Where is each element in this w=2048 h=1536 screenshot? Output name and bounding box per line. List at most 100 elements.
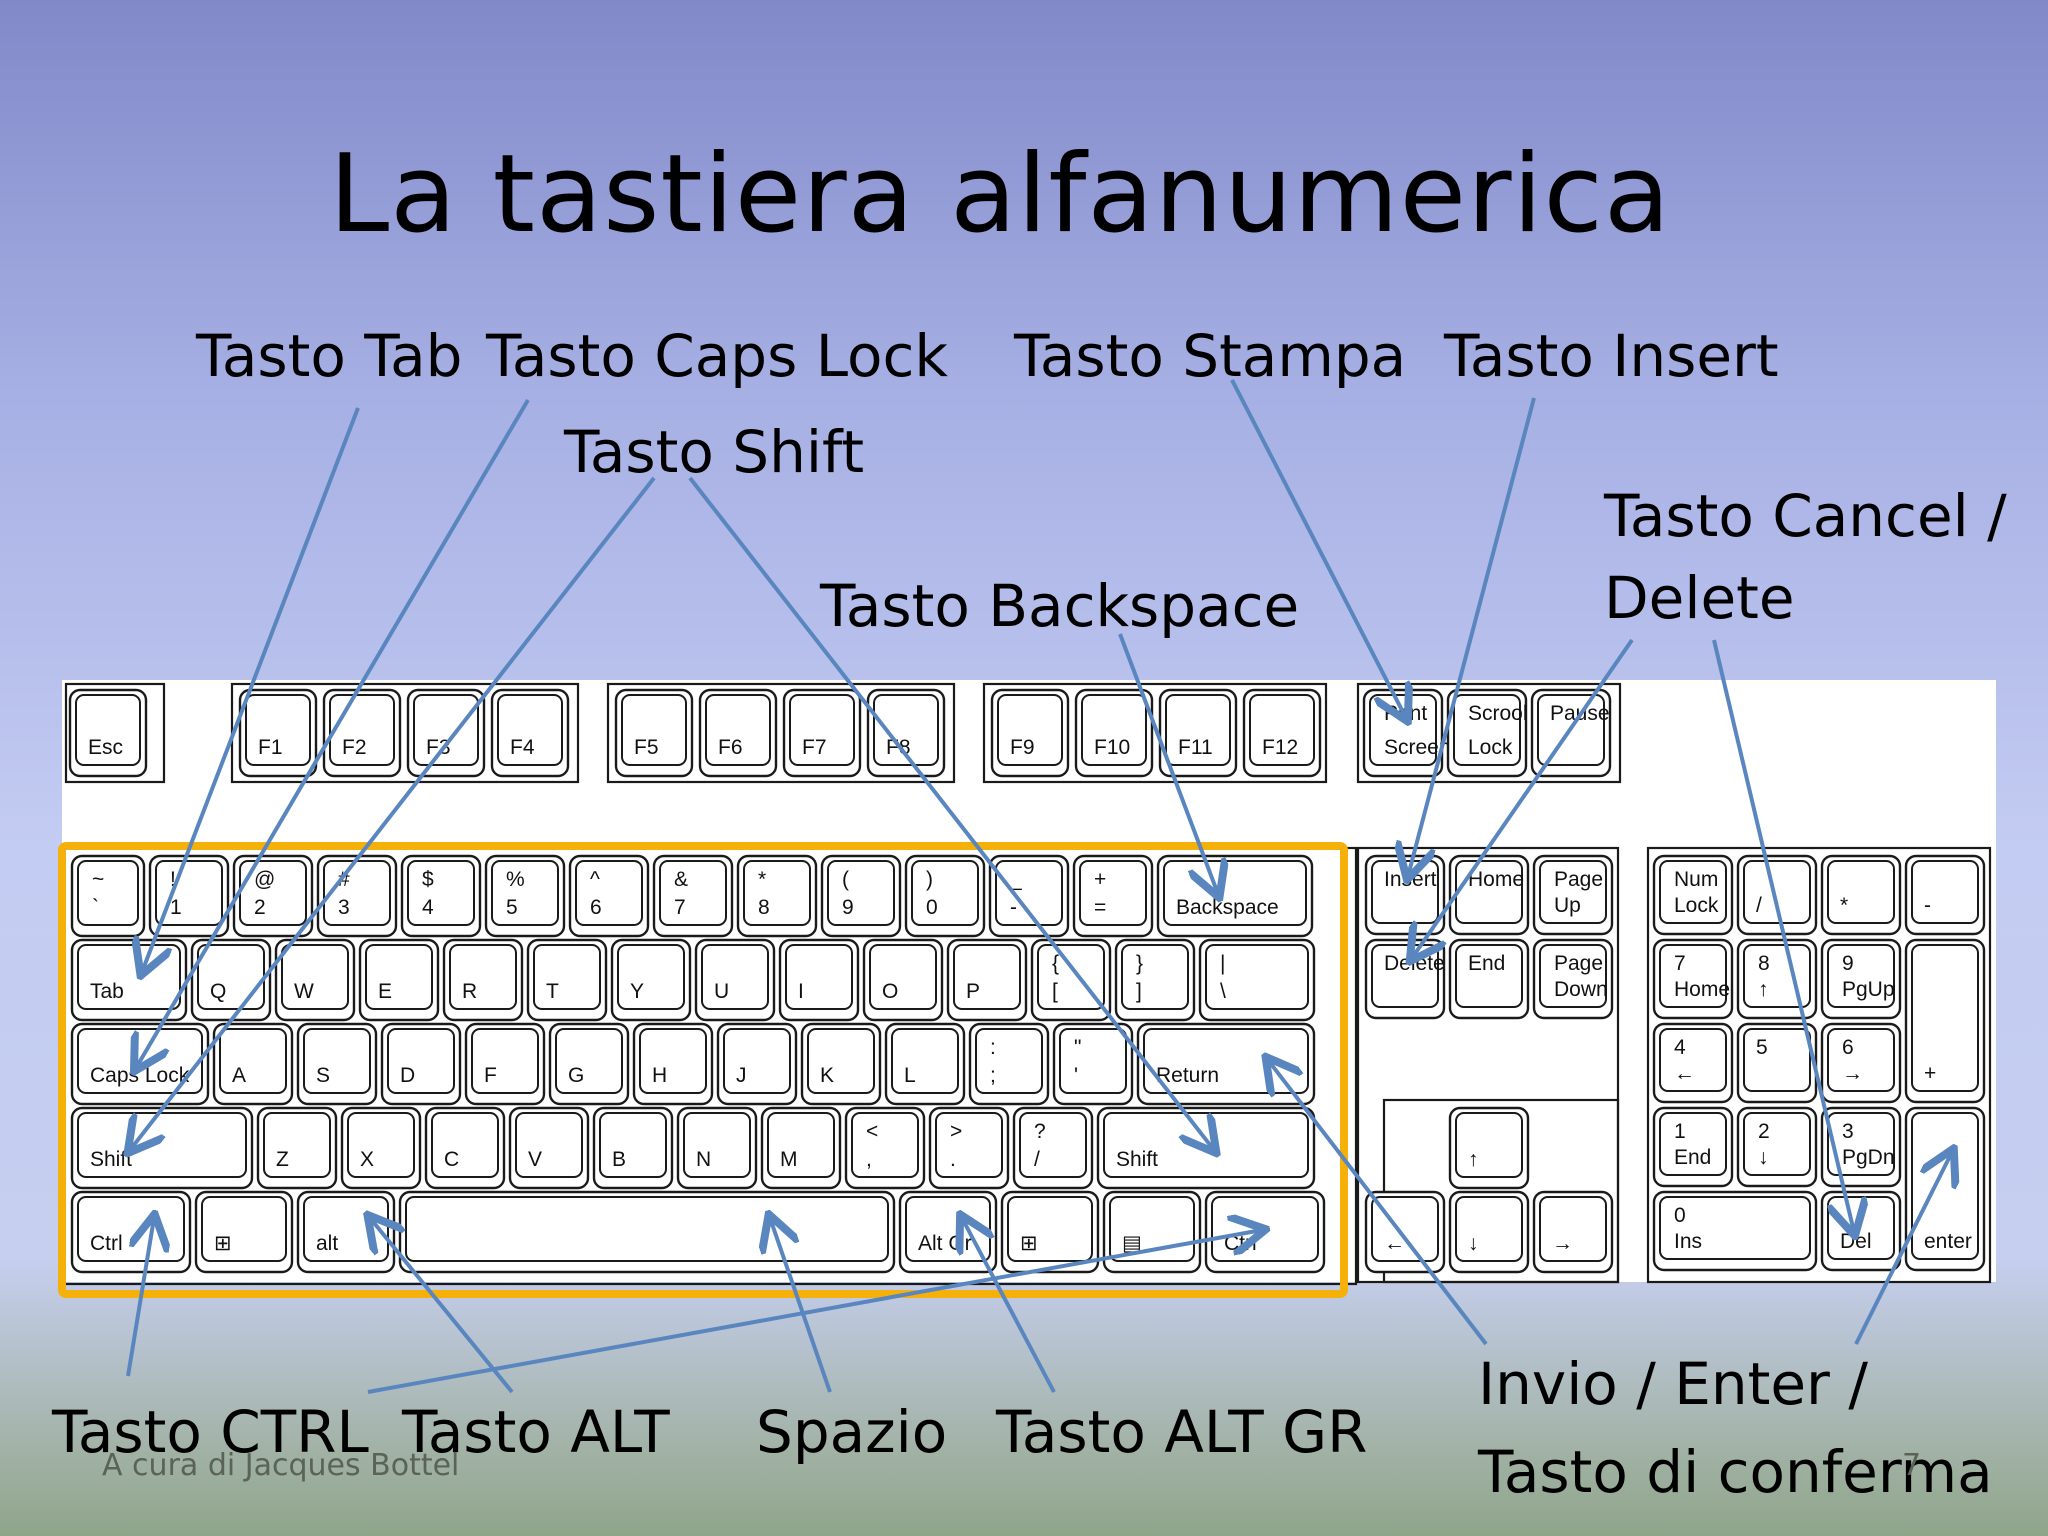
key-numpad-k10[interactable]: 6→ (1820, 1022, 1902, 1104)
key-numpad-k1[interactable]: / (1736, 854, 1818, 936)
key-shift-0[interactable]: Shift (70, 1106, 254, 1190)
key-arrow-up[interactable]: ↑ (1448, 1106, 1530, 1190)
key-numpad-k7[interactable]: + (1904, 938, 1986, 1104)
key-a[interactable]: A (212, 1022, 294, 1106)
key-k12[interactable]: }] (1114, 938, 1196, 1022)
key-k11[interactable]: {[ (1030, 938, 1112, 1022)
key-h[interactable]: H (632, 1022, 714, 1106)
key-s[interactable]: S (296, 1022, 378, 1106)
key-sys-pause[interactable]: Pause (1530, 688, 1612, 778)
key-k11[interactable]: _- (988, 854, 1070, 938)
key-t[interactable]: T (526, 938, 608, 1022)
key-b[interactable]: B (592, 1106, 674, 1190)
key-bottom-ctrl-7[interactable]: Ctrl (1204, 1190, 1326, 1274)
key-4[interactable]: $4 (400, 854, 482, 938)
key-arrow-down[interactable]: ↓ (1448, 1190, 1530, 1274)
key-8[interactable]: *8 (736, 854, 818, 938)
key-f3[interactable]: F3 (406, 688, 486, 778)
key-f6[interactable]: F6 (698, 688, 778, 778)
key-numpad-k5[interactable]: 8↑ (1736, 938, 1818, 1020)
key-numpad-del[interactable]: Del (1820, 1190, 1902, 1272)
key-f4[interactable]: F4 (490, 688, 570, 778)
key-return[interactable]: Return (1136, 1022, 1316, 1106)
key-q[interactable]: Q (190, 938, 272, 1022)
key-0[interactable]: )0 (904, 854, 986, 938)
key-k8[interactable]: <, (844, 1106, 926, 1190)
key-nav-home[interactable]: Home (1448, 854, 1530, 936)
key-g[interactable]: G (548, 1022, 630, 1106)
key-m[interactable]: M (760, 1106, 842, 1190)
key-bottom-k6[interactable]: ▤ (1102, 1190, 1202, 1274)
key-tab[interactable]: Tab (70, 938, 188, 1022)
key-f5[interactable]: F5 (614, 688, 694, 778)
key-d[interactable]: D (380, 1022, 462, 1106)
key-5[interactable]: %5 (484, 854, 566, 938)
key-backspace[interactable]: Backspace (1156, 854, 1314, 938)
key-f12[interactable]: F12 (1242, 688, 1322, 778)
key-z[interactable]: Z (256, 1106, 338, 1190)
key-numpad-enter[interactable]: enter (1904, 1106, 1986, 1272)
key-f1[interactable]: F1 (238, 688, 318, 778)
key-f8[interactable]: F8 (866, 688, 946, 778)
key-k[interactable]: K (800, 1022, 882, 1106)
key-7[interactable]: &7 (652, 854, 734, 938)
key-numpad-5[interactable]: 5 (1736, 1022, 1818, 1104)
key-p[interactable]: P (946, 938, 1028, 1022)
key-c[interactable]: C (424, 1106, 506, 1190)
key-e[interactable]: E (358, 938, 440, 1022)
key-w[interactable]: W (274, 938, 356, 1022)
key-i[interactable]: I (778, 938, 860, 1022)
key-k9[interactable]: >. (928, 1106, 1010, 1190)
key-1[interactable]: !1 (148, 854, 230, 938)
key-f2[interactable]: F2 (322, 688, 402, 778)
key-numpad-k8[interactable]: 4← (1652, 1022, 1734, 1104)
key-bottom-k5[interactable]: ⊞ (1000, 1190, 1100, 1274)
key-arrow-right[interactable]: → (1532, 1190, 1614, 1274)
key-bottom-k1[interactable]: ⊞ (194, 1190, 294, 1274)
key-numpad-k12[interactable]: 2↓ (1736, 1106, 1818, 1188)
key-esc[interactable]: Esc (68, 688, 148, 778)
key-f7[interactable]: F7 (782, 688, 862, 778)
key-k10[interactable]: ?/ (1012, 1106, 1094, 1190)
key-x[interactable]: X (340, 1106, 422, 1190)
key-r[interactable]: R (442, 938, 524, 1022)
key-y[interactable]: Y (610, 938, 692, 1022)
key-k13[interactable]: |\ (1198, 938, 1316, 1022)
key-bottom-k3[interactable] (398, 1190, 896, 1274)
key-v[interactable]: V (508, 1106, 590, 1190)
key-f9[interactable]: F9 (990, 688, 1070, 778)
key-2[interactable]: @2 (232, 854, 314, 938)
key-f11[interactable]: F11 (1158, 688, 1238, 778)
key-u[interactable]: U (694, 938, 776, 1022)
key-shift-11[interactable]: Shift (1096, 1106, 1316, 1190)
key-l[interactable]: L (884, 1022, 966, 1106)
key-9[interactable]: (9 (820, 854, 902, 938)
key-k11[interactable]: "' (1052, 1022, 1134, 1106)
key-caps-lock[interactable]: Caps Lock (70, 1022, 210, 1106)
key-nav-end[interactable]: End (1448, 938, 1530, 1020)
key-o[interactable]: O (862, 938, 944, 1022)
key-j[interactable]: J (716, 1022, 798, 1106)
key-bottom-alt-gr[interactable]: Alt Gr (898, 1190, 998, 1274)
key-k12[interactable]: += (1072, 854, 1154, 938)
key-numpad-k3[interactable]: - (1904, 854, 1986, 936)
key-n[interactable]: N (676, 1106, 758, 1190)
key-f[interactable]: F (464, 1022, 546, 1106)
key-nav-delete[interactable]: Delete (1364, 938, 1446, 1020)
key-nav-insert[interactable]: Insert (1364, 854, 1446, 936)
key-k10[interactable]: :; (968, 1022, 1050, 1106)
key-k0[interactable]: ~` (70, 854, 146, 938)
key-f10[interactable]: F10 (1074, 688, 1154, 778)
key-bottom-alt[interactable]: alt (296, 1190, 396, 1274)
key-bottom-ctrl-0[interactable]: Ctrl (70, 1190, 192, 1274)
